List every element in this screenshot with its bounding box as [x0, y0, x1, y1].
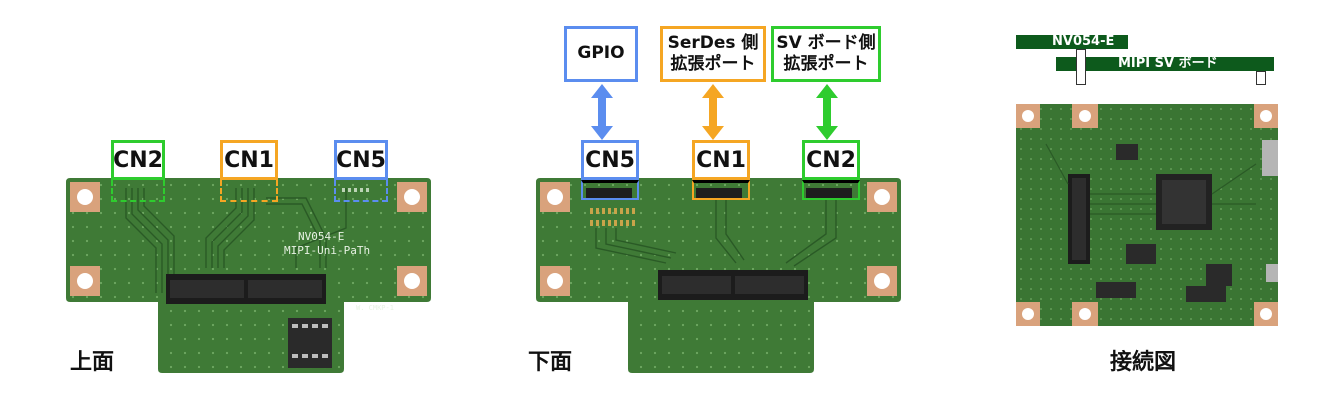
sv-port-line2: 拡張ポート [783, 54, 869, 74]
serdes-port-line2: 拡張ポート [670, 54, 756, 74]
top-cn1-area [220, 180, 278, 202]
top-cn2-area [111, 180, 165, 202]
double-arrow-icon [816, 84, 838, 140]
bottom-cn2-label: CN2 [802, 140, 860, 180]
bottom-cn1-label: CN1 [692, 140, 750, 180]
top-pcb-board: NV054-E MIPI-Uni-PaTh W. CMKP-1 [66, 178, 431, 373]
nv054-bar: NV054-E [1016, 35, 1128, 49]
serdes-port-line1: SerDes 側 [667, 32, 759, 53]
bottom-pcb-board [536, 178, 901, 373]
bottom-cn5-area [581, 180, 639, 200]
double-arrow-icon [591, 84, 613, 140]
silk-name: NV054-E [298, 230, 344, 243]
bottom-cn5-label: CN5 [581, 140, 639, 180]
silk-mark: W. CMKP-1 [356, 304, 394, 312]
double-arrow-icon [702, 84, 724, 140]
bottom-cn2-area [802, 180, 860, 200]
sv-port-line1: SV ボード側 [776, 32, 876, 53]
mipi-sv-board-photo [1016, 104, 1278, 326]
top-cn5-label: CN5 [334, 140, 388, 180]
top-view-panel: NV054-E MIPI-Uni-PaTh W. CMKP-1 CN2 CN1 … [0, 0, 460, 400]
bottom-cn1-area [692, 180, 750, 200]
top-cn2-label: CN2 [111, 140, 165, 180]
top-cn1-label: CN1 [220, 140, 278, 180]
gpio-port-box: GPIO [564, 26, 638, 82]
bottom-view-caption: 下面 [528, 350, 573, 375]
connection-panel: NV054-E MIPI SV ボード [1000, 0, 1340, 400]
silk-sub: MIPI-Uni-PaTh [284, 244, 370, 257]
stub-left [1076, 49, 1086, 85]
connection-caption: 接続図 [1110, 350, 1177, 375]
serdes-port-box: SerDes 側 拡張ポート [660, 26, 766, 82]
stub-right [1256, 71, 1266, 85]
mipi-sv-bar: MIPI SV ボード [1056, 57, 1274, 71]
gpio-port-label: GPIO [577, 43, 625, 64]
top-view-caption: 上面 [70, 350, 115, 375]
sv-port-box: SV ボード側 拡張ポート [771, 26, 881, 82]
top-cn5-area [334, 180, 388, 202]
bottom-view-panel: GPIO SerDes 側 拡張ポート SV ボード側 拡張ポート CN5 CN… [460, 0, 940, 400]
